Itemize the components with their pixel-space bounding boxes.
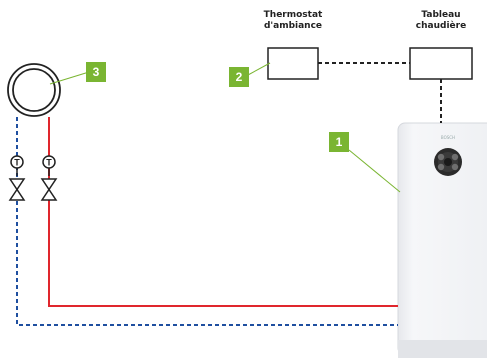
thermostat-label-line2: d'ambiance	[263, 21, 323, 31]
tableau-label: Tableau chaudière	[386, 10, 487, 32]
boiler-unit: BOSCH	[397, 122, 487, 358]
valve-icon	[40, 178, 58, 201]
valve-icon	[8, 178, 26, 201]
boiler-control-knob-icon	[434, 148, 462, 176]
control-wiring	[318, 62, 442, 123]
badge-2: 2	[229, 67, 249, 87]
leader-lines	[49, 62, 401, 193]
hot-water-tank	[7, 63, 61, 117]
tableau-label-line2: chaudière	[415, 21, 467, 31]
sensor-letter: T	[14, 158, 20, 168]
temperature-sensor-icon: T	[10, 155, 24, 176]
tableau-box	[409, 47, 473, 80]
thermostat-box	[267, 47, 319, 80]
sensor-letter: T	[46, 158, 52, 168]
temperature-sensor-icon: T	[42, 155, 56, 176]
tableau-label-line1: Tableau	[421, 10, 461, 20]
return-pipe	[16, 117, 398, 326]
svg-text:BOSCH: BOSCH	[441, 135, 455, 140]
thermostat-label: Thermostat d'ambiance	[238, 10, 348, 32]
thermostat-label-line1: Thermostat	[263, 10, 323, 20]
badge-1: 1	[329, 132, 349, 152]
badge-3: 3	[86, 62, 106, 82]
